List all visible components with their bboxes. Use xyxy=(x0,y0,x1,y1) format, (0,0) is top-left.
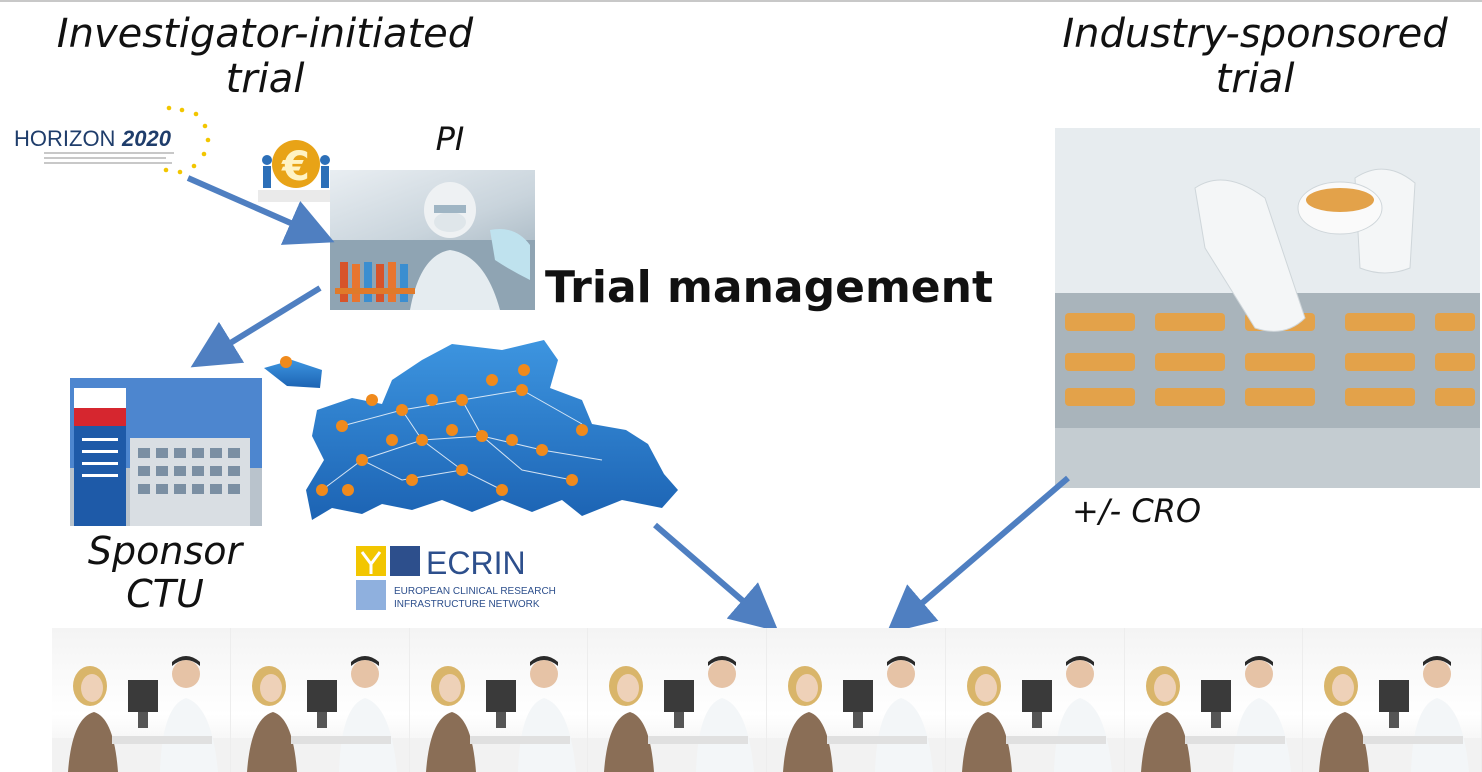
pi-label: PI xyxy=(435,120,465,158)
consultation-photo xyxy=(1303,628,1482,772)
investigator-initiated-label: Investigator-initiated trial xyxy=(40,12,490,102)
investigator-initiated-text: Investigator-initiated trial xyxy=(56,11,474,102)
consultation-photo xyxy=(588,628,767,772)
arrow-cro-to-management xyxy=(886,475,1070,634)
top-border xyxy=(0,0,1482,2)
ecrin-name: ECRIN xyxy=(426,545,526,581)
eu-stars-icon xyxy=(163,105,211,175)
consultation-photo xyxy=(230,628,410,772)
europe-network-map xyxy=(264,340,678,520)
location-pin-icons xyxy=(280,356,588,496)
pharma-production-photo xyxy=(1055,128,1480,488)
consultation-photo xyxy=(1124,628,1304,772)
industry-sponsored-text: Industry-sponsored trial xyxy=(1062,11,1448,102)
sponsor-ctu-text: Sponsor CTU xyxy=(87,529,243,616)
sponsor-ctu-label: Sponsor CTU xyxy=(60,530,270,615)
trial-management-title: Trial management xyxy=(545,262,993,313)
horizon-year: 2020 xyxy=(121,126,172,151)
svg-text:€: € xyxy=(281,144,310,190)
ecrin-line-1: EUROPEAN CLINICAL RESEARCH xyxy=(394,586,556,597)
horizon-word: HORIZON xyxy=(14,126,115,151)
ecrin-logo: ECRIN EUROPEAN CLINICAL RESEARCH INFRAST… xyxy=(356,545,556,610)
horizon-2020-logo: HORIZON 2020 xyxy=(14,105,211,175)
consultation-photo xyxy=(945,628,1125,772)
consultation-photo xyxy=(52,628,231,772)
euro-icon: € xyxy=(258,140,334,202)
ecrin-line-2: INFRASTRUCTURE NETWORK xyxy=(394,599,540,610)
industry-sponsored-label: Industry-sponsored trial xyxy=(1035,12,1475,102)
lab-researcher-photo xyxy=(330,170,535,310)
consultation-photo xyxy=(409,628,589,772)
cro-label: +/- CRO xyxy=(1072,492,1202,530)
hospital-building-photo xyxy=(70,378,262,526)
consultation-photo-strip xyxy=(52,628,1482,772)
consultation-photo xyxy=(767,628,946,772)
